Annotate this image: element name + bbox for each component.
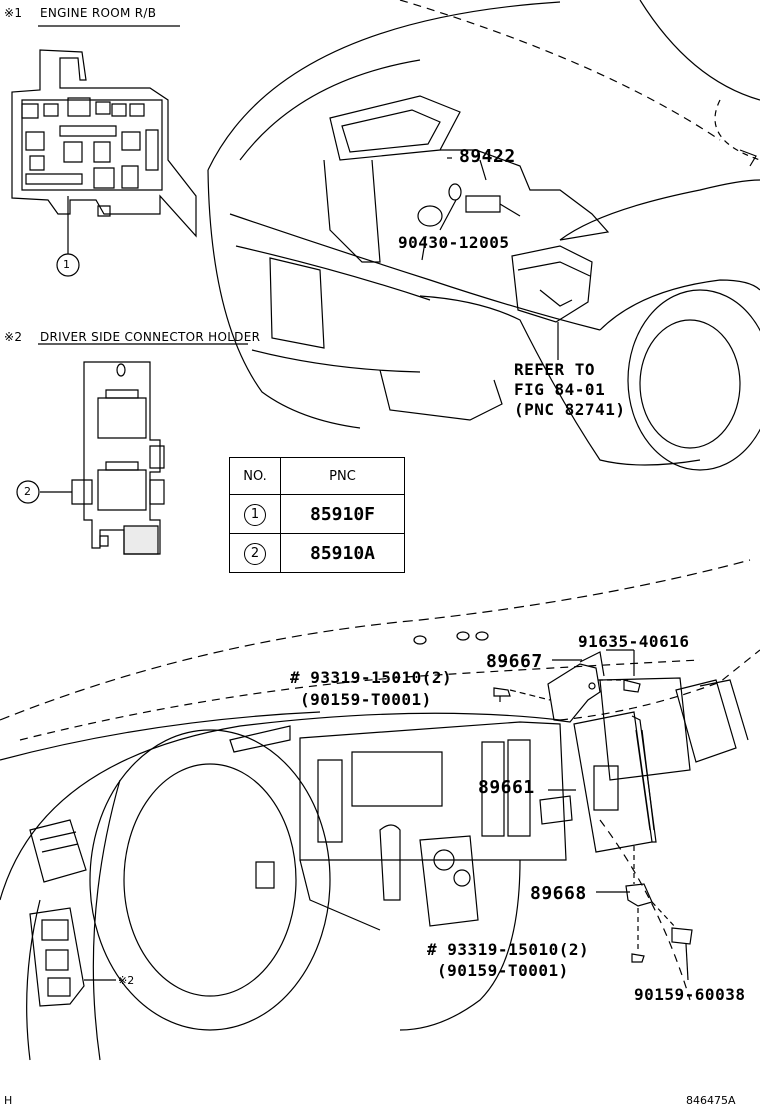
part-89667: 89667 <box>486 651 543 672</box>
inset1-ref: ※1 <box>4 6 23 20</box>
bolt-bottom-line-1: # 93319-15010(2) <box>427 940 590 959</box>
header-pnc: PNC <box>280 457 405 495</box>
pnc-row: 2 85910A <box>229 533 405 573</box>
pnc-row: 1 85910F <box>229 494 405 534</box>
row-pnc: 85910F <box>280 494 405 534</box>
refer-line-3: (PNC 82741) <box>514 400 626 419</box>
bolt-top-line-1: # 93319-15010(2) <box>290 668 453 687</box>
ecu-assembly <box>494 650 692 980</box>
row-number: 1 <box>244 503 266 526</box>
bolt-bottom-line-2: (90159-T0001) <box>437 961 569 980</box>
engine-room-relay-block <box>12 26 196 276</box>
callout-1: 1 <box>63 258 70 271</box>
footer-mark: H <box>4 1094 13 1107</box>
refer-line-2: FIG 84-01 <box>514 380 606 399</box>
header-no: NO. <box>229 457 281 495</box>
driver-side-connector-holder <box>17 344 248 554</box>
part-91635-40616: 91635-40616 <box>578 632 690 651</box>
pnc-table-header: NO. PNC <box>229 457 405 495</box>
pnc-table: NO. PNC 1 85910F 2 85910A <box>229 457 405 573</box>
figure-id: 846475A <box>686 1094 736 1107</box>
row-pnc: 85910A <box>280 533 405 573</box>
callout-2: 2 <box>24 485 31 498</box>
part-89668: 89668 <box>530 883 587 904</box>
dashboard-drawing <box>0 560 760 1060</box>
engine-bay-drawing <box>208 0 760 470</box>
part-89661: 89661 <box>478 777 535 798</box>
row-number: 2 <box>244 542 266 565</box>
inset2-ref: ※2 <box>4 330 23 344</box>
inset1-title: ENGINE ROOM R/B <box>40 6 157 20</box>
part-90430-12005: 90430-12005 <box>398 233 510 252</box>
inset2-title: DRIVER SIDE CONNECTOR HOLDER <box>40 330 261 344</box>
holder-reference: ※2 <box>118 974 135 987</box>
bolt-top-line-2: (90159-T0001) <box>300 690 432 709</box>
refer-line-1: REFER TO <box>514 360 596 379</box>
part-89422: 89422 <box>459 146 516 167</box>
part-90159-60038: 90159-60038 <box>634 985 746 1004</box>
